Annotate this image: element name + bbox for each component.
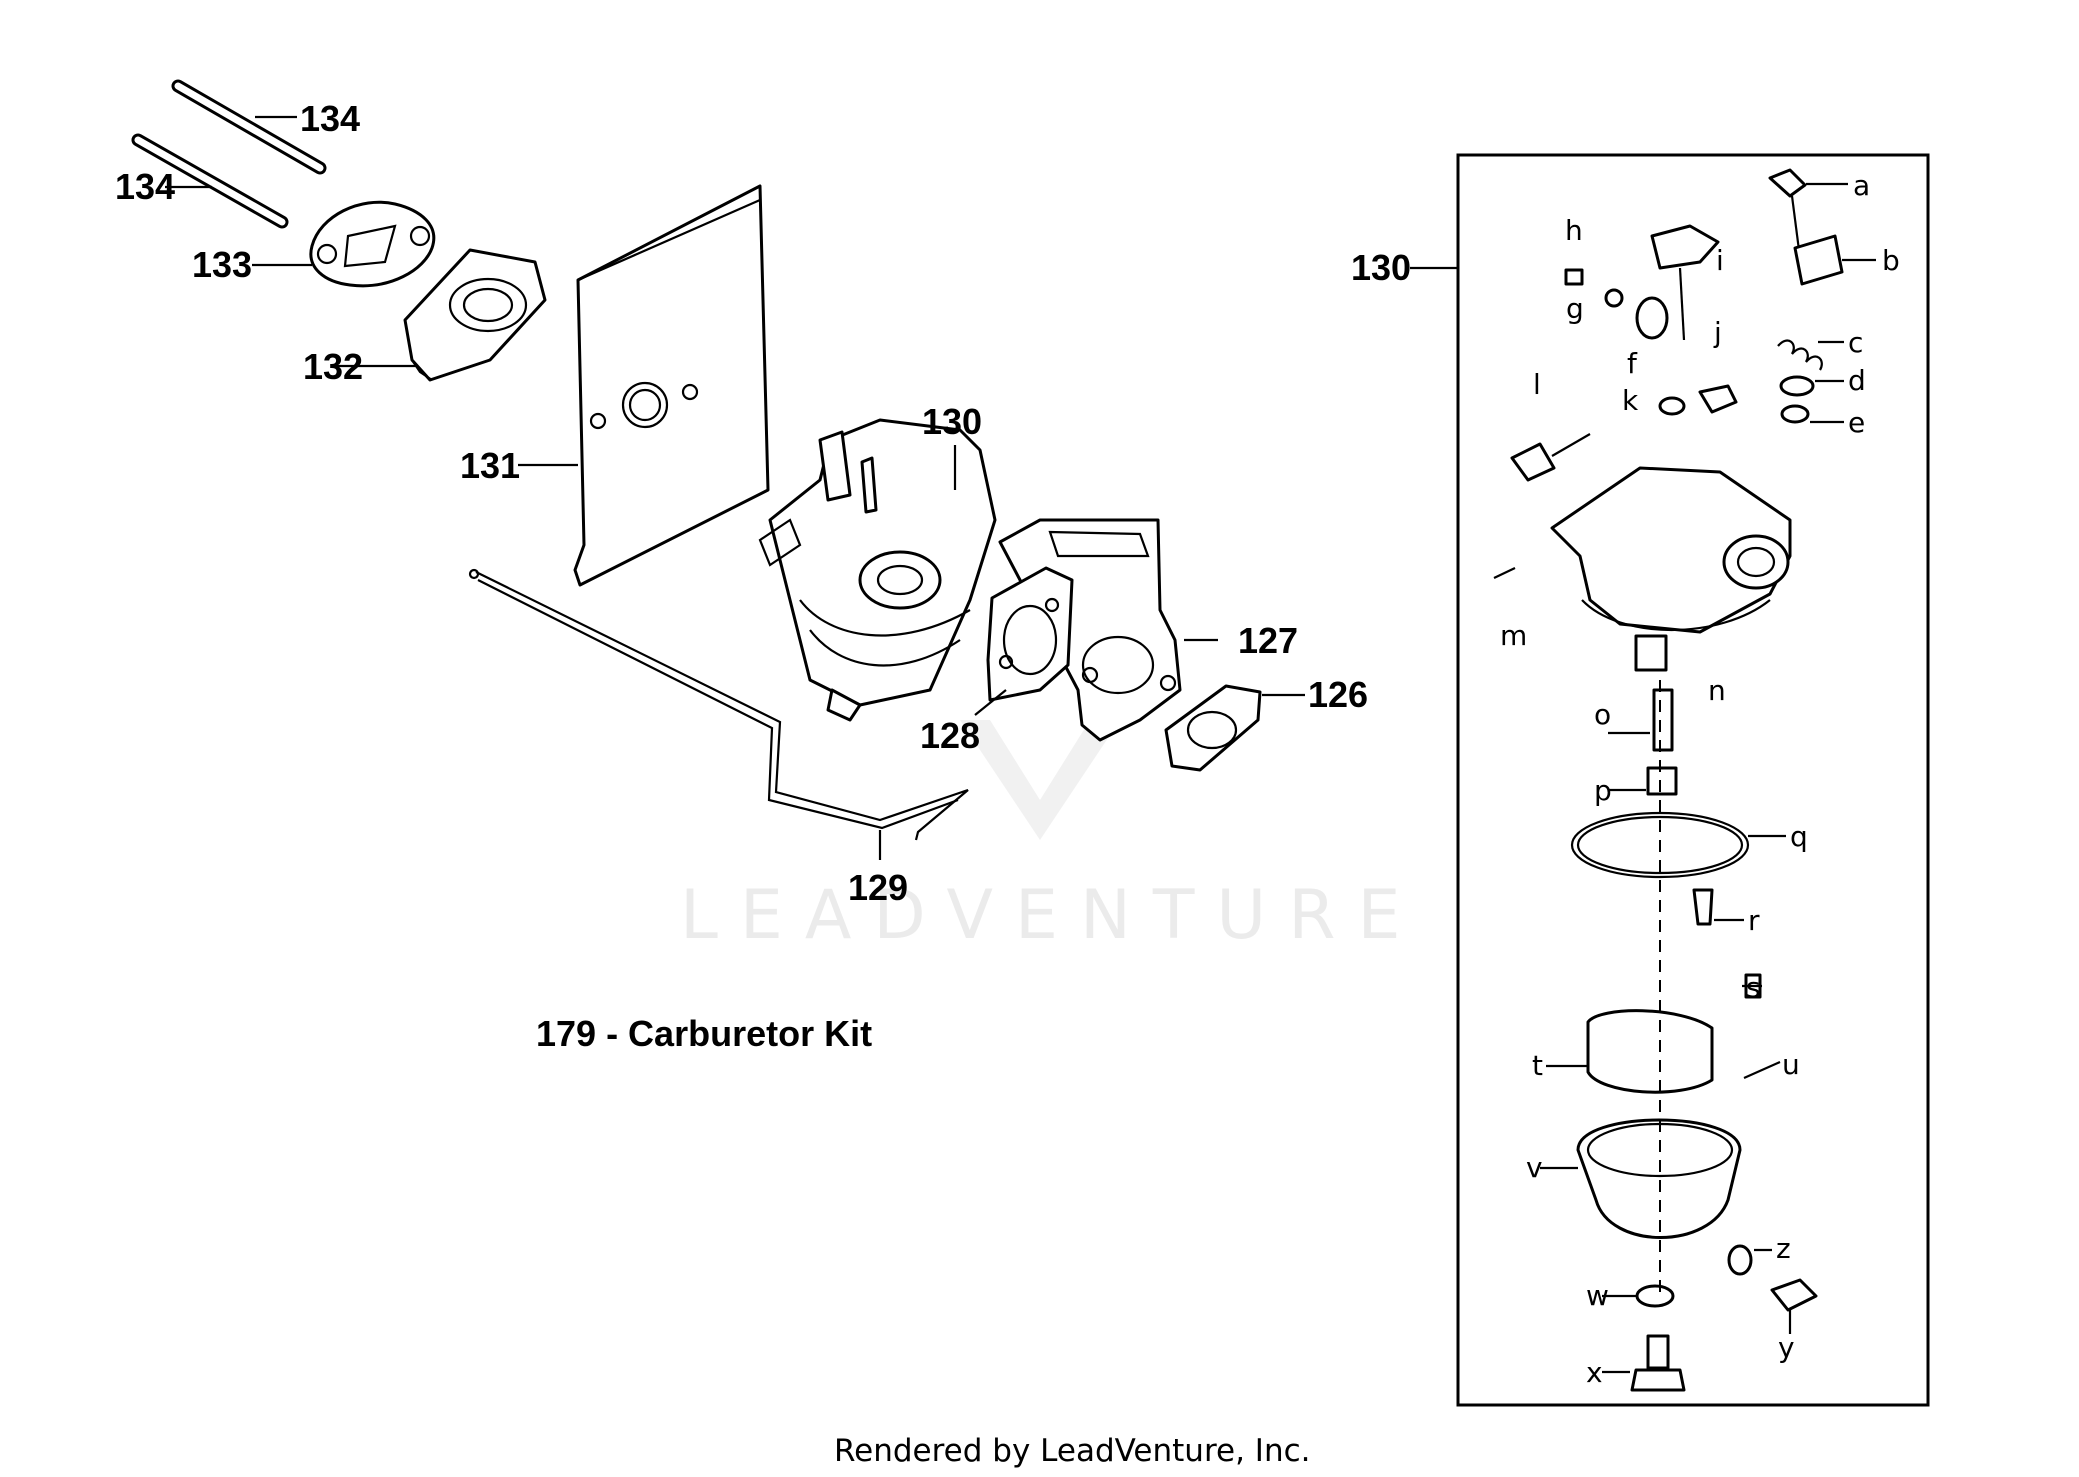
callout-134-upper[interactable]: 134 (300, 98, 360, 139)
spacer-132[interactable] (403, 248, 547, 382)
subpart-g[interactable]: g (1566, 292, 1584, 325)
subpart-m[interactable]: m (1500, 619, 1527, 652)
subpart-x[interactable]: x (1586, 1356, 1603, 1389)
subpart-y[interactable]: y (1778, 1331, 1795, 1364)
callout-129[interactable]: 129 (848, 867, 908, 908)
subpart-letters: a b c d e f g h i j k l m n o p q r s t … (1500, 169, 1900, 1389)
subpart-l[interactable]: l (1533, 368, 1541, 401)
footer-credit: Rendered by LeadVenture, Inc. (834, 1433, 1311, 1469)
subpart-n[interactable]: n (1708, 674, 1726, 707)
subpart-q[interactable]: q (1790, 820, 1808, 853)
subpart-b[interactable]: b (1882, 244, 1900, 277)
callout-130-box[interactable]: 130 (1351, 247, 1411, 288)
subpart-e[interactable]: e (1848, 406, 1865, 439)
watermark: LEADVENTURE (680, 720, 1422, 955)
subpart-j[interactable]: j (1713, 316, 1722, 349)
subpart-z[interactable]: z (1776, 1232, 1791, 1265)
governor-rod-129[interactable] (468, 568, 969, 841)
subpart-w[interactable]: w (1586, 1279, 1609, 1312)
subpart-v[interactable]: v (1526, 1151, 1543, 1184)
callout-126[interactable]: 126 (1308, 674, 1368, 715)
subpart-d[interactable]: d (1848, 364, 1866, 397)
subpart-k[interactable]: k (1622, 384, 1639, 417)
subpart-u[interactable]: u (1782, 1048, 1800, 1081)
callout-131[interactable]: 131 (460, 445, 520, 486)
callout-133[interactable]: 133 (192, 244, 252, 285)
gasket-133[interactable] (309, 200, 436, 288)
carburetor-kit-label[interactable]: 179 - Carburetor Kit (536, 1013, 872, 1054)
subpart-f[interactable]: f (1627, 347, 1638, 380)
stud-134-upper[interactable] (171, 79, 327, 175)
gasket-128[interactable] (986, 566, 1074, 702)
subpart-r[interactable]: r (1748, 904, 1760, 937)
callout-130[interactable]: 130 (922, 401, 982, 442)
subpart-h[interactable]: h (1565, 214, 1583, 247)
subpart-c[interactable]: c (1848, 326, 1863, 359)
subpart-p[interactable]: p (1594, 774, 1612, 807)
subpart-a[interactable]: a (1853, 169, 1870, 202)
detail-parts (1493, 168, 1844, 1392)
watermark-text: LEADVENTURE (680, 876, 1422, 955)
subpart-o[interactable]: o (1594, 698, 1611, 731)
exploded-view-box (1410, 153, 1930, 1407)
shield-plate-131[interactable] (573, 184, 770, 587)
subpart-i[interactable]: i (1716, 244, 1724, 277)
carburetor-130[interactable] (758, 418, 997, 722)
stud-134-lower[interactable] (131, 133, 289, 229)
subpart-t[interactable]: t (1532, 1049, 1543, 1082)
gasket-126[interactable] (1164, 684, 1262, 772)
leader-lines (165, 115, 1305, 860)
callout-132[interactable]: 132 (303, 346, 363, 387)
subpart-s[interactable]: s (1746, 971, 1761, 1004)
callout-128[interactable]: 128 (920, 715, 980, 756)
subpart-leaders (1540, 182, 1876, 1374)
callout-127[interactable]: 127 (1238, 620, 1298, 661)
callout-134-lower[interactable]: 134 (115, 166, 175, 207)
